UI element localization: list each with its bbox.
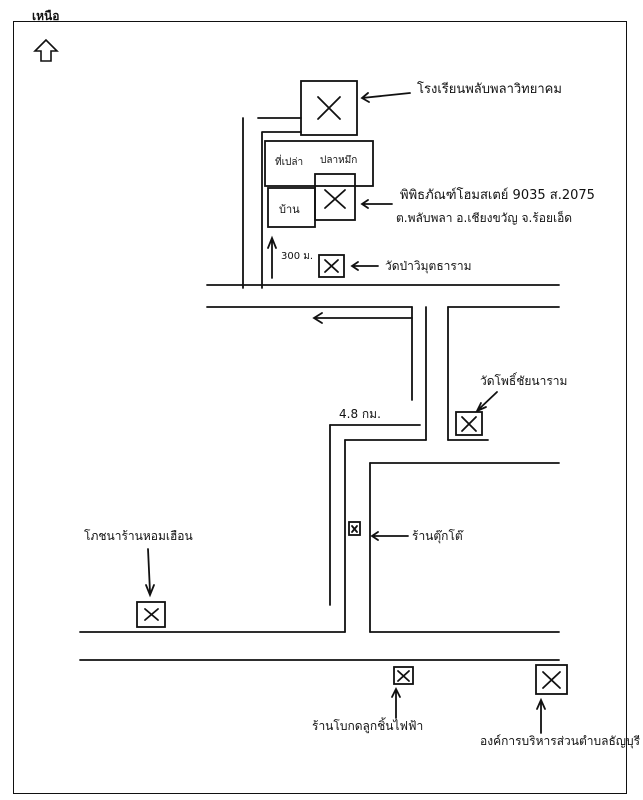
museum-arrow — [360, 199, 393, 209]
label-museum-1: พิพิธภัณฑ์โฮมสเตย์ 9035 ส.2075 — [400, 187, 595, 203]
wat-pho-arrow — [475, 391, 498, 413]
cluster-block — [264, 140, 374, 187]
label-wat-pa: วัดป่าวิมุตธาราม — [385, 259, 471, 274]
arrow-300m — [267, 235, 277, 279]
bottom-shop-box — [393, 666, 414, 685]
museum-x — [324, 189, 346, 209]
north-label: เหนือ — [32, 9, 60, 23]
bottom-temple-arrow — [536, 697, 546, 734]
restaurant-x — [144, 608, 159, 621]
bottom-shop-arrow — [391, 686, 401, 719]
label-300m: 300 ม. — [281, 251, 313, 262]
label-school: โรงเรียนพลับพลาวิทยาคม — [417, 81, 562, 97]
wat-pho-box — [455, 411, 483, 436]
restaurant-box — [136, 601, 166, 628]
route-arrowhead — [312, 312, 323, 324]
bottom-shop-x — [397, 670, 410, 682]
wat-pa-box — [318, 254, 345, 278]
bottom-temple-x — [542, 671, 561, 689]
label-museum-2: ต.พลับพลา อ.เชียงขวัญ จ.ร้อยเอ็ด — [396, 210, 572, 225]
map-frame — [13, 21, 627, 794]
label-wat-pho: วัดโพธิ์ชัยนาราม — [480, 372, 567, 388]
label-bottom-shop: ร้านโบกดลูกชิ้นไฟฟ้า — [312, 717, 423, 734]
school-arrow — [360, 92, 411, 103]
label-distance: 4.8 กม. — [339, 407, 381, 421]
school-x — [317, 96, 341, 120]
museum-box — [314, 173, 356, 221]
bottom-temple-box — [535, 664, 568, 695]
label-cell-c: บ้าน — [279, 203, 300, 216]
cluster-outline-inner — [261, 131, 302, 289]
label-restaurant: โภชนาร้านหอมเฮือน — [84, 529, 193, 543]
shop-arrow — [370, 531, 409, 541]
school-box — [300, 80, 358, 136]
shop-x — [351, 525, 358, 533]
up-arrow-icon — [33, 38, 59, 62]
wat-pa-arrow — [350, 261, 379, 271]
label-cell-a: ที่เปล่า — [275, 154, 303, 168]
label-bottom-temple: องค์การบริหารส่วนตำบลธัญบุรี — [480, 734, 641, 749]
cluster-outline-left — [242, 117, 302, 289]
label-cell-b: ปลาหมึก — [320, 154, 357, 166]
wat-pho-x — [461, 416, 477, 432]
wat-pa-x — [324, 259, 339, 273]
restaurant-arrow — [145, 548, 155, 598]
label-shop: ร้านตุ๊กโต๊ — [412, 529, 465, 544]
shop-box — [348, 521, 361, 536]
